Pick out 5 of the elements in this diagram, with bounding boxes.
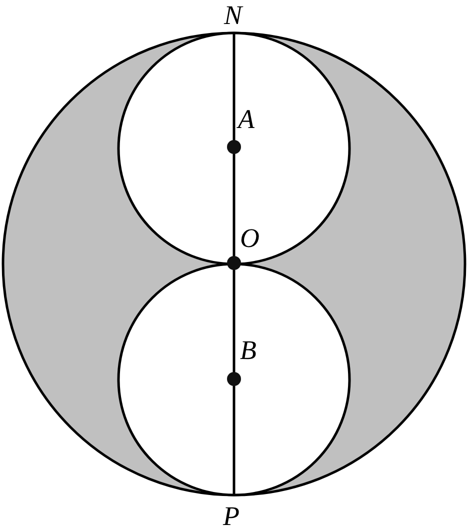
point-label: N bbox=[224, 2, 242, 29]
point-label: P bbox=[223, 503, 240, 529]
point-label: O bbox=[240, 225, 260, 252]
point-label: B bbox=[240, 337, 256, 364]
point-label: A bbox=[238, 106, 254, 133]
